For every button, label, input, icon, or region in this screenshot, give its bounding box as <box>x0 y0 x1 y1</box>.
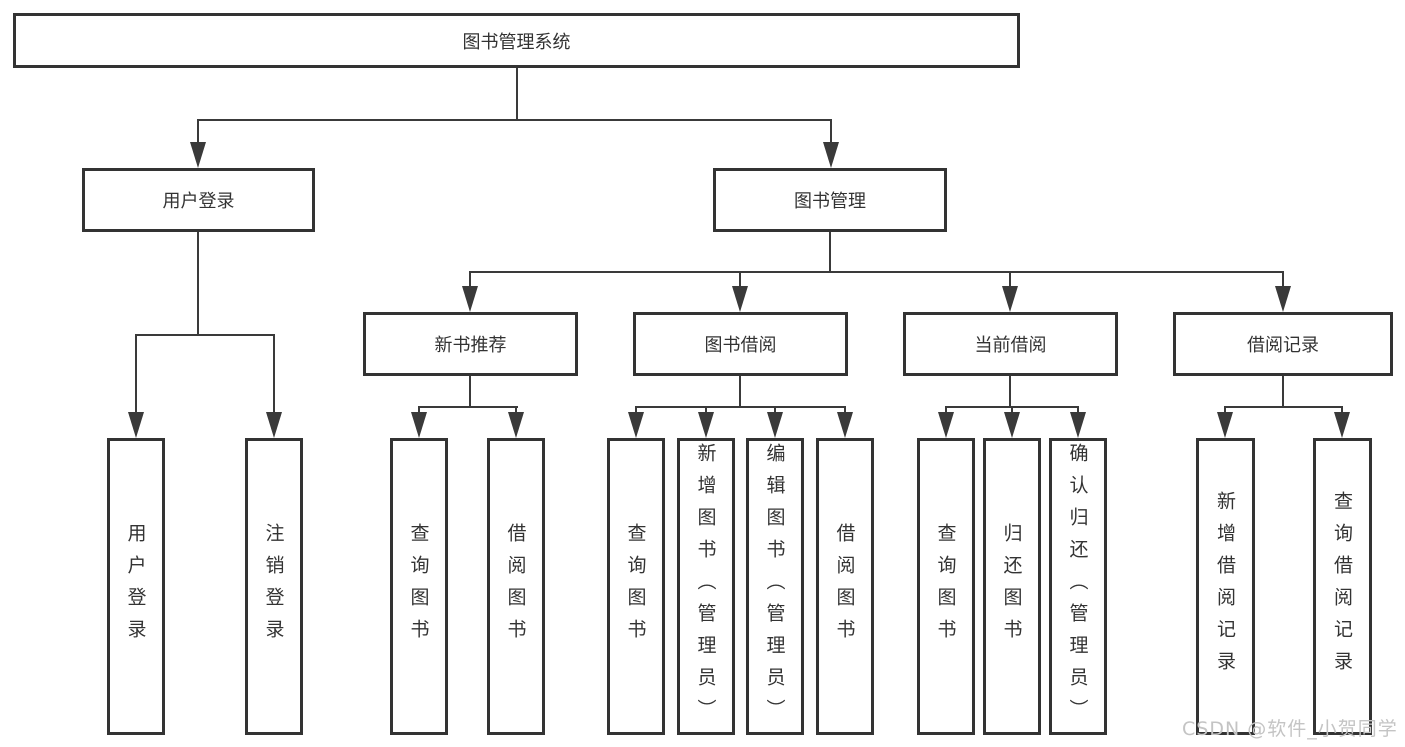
node-book-management-label: 图书管理 <box>794 191 866 212</box>
leaf-label: 借阅图书 <box>833 522 856 651</box>
leaf-borrow-books-2: 借阅图书 <box>816 438 874 735</box>
connector-line <box>739 376 741 408</box>
arrow-down-icon <box>508 412 524 438</box>
node-new-book-recommend-label: 新书推荐 <box>434 335 507 356</box>
arrow-down-icon <box>1334 412 1350 438</box>
leaf-label: 查询图书 <box>934 522 957 651</box>
node-root: 图书管理系统 <box>13 13 1020 68</box>
connector-line <box>1282 271 1284 289</box>
connector-line <box>1011 406 1013 416</box>
connector-line <box>469 271 471 289</box>
leaf-logout: 注销登录 <box>245 438 303 735</box>
connector-line <box>635 406 846 408</box>
node-book-borrow: 图书借阅 <box>633 312 848 376</box>
arrow-down-icon <box>1002 286 1018 312</box>
node-book-borrow-label: 图书借阅 <box>704 335 777 356</box>
node-root-label: 图书管理系统 <box>462 31 571 53</box>
leaf-label: 归还图书 <box>1000 522 1023 651</box>
node-current-borrow: 当前借阅 <box>903 312 1118 376</box>
arrow-down-icon <box>1217 412 1233 438</box>
leaf-query-books-1: 查询图书 <box>390 438 448 735</box>
connector-line <box>469 376 471 408</box>
leaf-label: 编辑图书（管理员） <box>763 442 786 731</box>
leaf-borrow-books-1: 借阅图书 <box>487 438 545 735</box>
leaf-query-borrow-record: 查询借阅记录 <box>1313 438 1372 735</box>
node-new-book-recommend: 新书推荐 <box>363 312 578 376</box>
node-user-login-label: 用户登录 <box>162 191 235 212</box>
arrow-down-icon <box>823 142 839 168</box>
leaf-label: 查询图书 <box>624 522 647 651</box>
connector-line <box>830 119 832 146</box>
leaf-label: 新增图书（管理员） <box>694 442 717 731</box>
leaf-user-login: 用户登录 <box>107 438 165 735</box>
connector-line <box>516 68 518 121</box>
leaf-return-books: 归还图书 <box>983 438 1041 735</box>
connector-line <box>418 406 420 416</box>
leaf-label: 新增借阅记录 <box>1214 490 1236 683</box>
arrow-down-icon <box>732 286 748 312</box>
connector-line <box>774 406 776 416</box>
connector-line <box>418 406 518 408</box>
leaf-label: 确认归还（管理员） <box>1066 442 1089 731</box>
connector-line <box>1282 376 1284 408</box>
connector-line <box>469 271 1283 273</box>
leaf-query-books-3: 查询图书 <box>917 438 975 735</box>
leaf-label: 查询图书 <box>407 522 430 651</box>
connector-line <box>197 119 199 146</box>
node-user-login: 用户登录 <box>82 168 315 232</box>
arrow-down-icon <box>1275 286 1291 312</box>
connector-line <box>844 406 846 416</box>
arrow-down-icon <box>266 412 282 438</box>
connector-line <box>1224 406 1343 408</box>
node-current-borrow-label: 当前借阅 <box>974 335 1047 356</box>
leaf-edit-books-admin: 编辑图书（管理员） <box>746 438 804 735</box>
connector-line <box>1009 271 1011 289</box>
node-book-management: 图书管理 <box>713 168 947 232</box>
connector-line <box>635 406 637 416</box>
connector-line <box>1077 406 1079 416</box>
node-borrow-records: 借阅记录 <box>1173 312 1393 376</box>
connector-line <box>829 232 831 273</box>
leaf-confirm-return-admin: 确认归还（管理员） <box>1049 438 1107 735</box>
leaf-query-books-2: 查询图书 <box>607 438 665 735</box>
arrow-down-icon <box>411 412 427 438</box>
connector-line <box>273 334 275 416</box>
node-borrow-records-label: 借阅记录 <box>1247 335 1319 356</box>
connector-line <box>515 406 517 416</box>
connector-line <box>1224 406 1226 416</box>
connector-line <box>197 232 199 336</box>
arrow-down-icon <box>190 142 206 168</box>
leaf-add-borrow-record: 新增借阅记录 <box>1196 438 1255 735</box>
connector-line <box>135 334 275 336</box>
connector-line <box>135 334 137 416</box>
connector-line <box>1009 376 1011 408</box>
connector-line <box>945 406 947 416</box>
arrow-down-icon <box>128 412 144 438</box>
arrow-down-icon <box>698 412 714 438</box>
connector-line <box>739 271 741 289</box>
arrow-down-icon <box>462 286 478 312</box>
leaf-add-books-admin: 新增图书（管理员） <box>677 438 735 735</box>
arrow-down-icon <box>1070 412 1086 438</box>
leaf-label: 查询借阅记录 <box>1331 490 1353 683</box>
arrow-down-icon <box>767 412 783 438</box>
leaf-label: 注销登录 <box>262 522 285 651</box>
leaf-label: 借阅图书 <box>504 522 527 651</box>
arrow-down-icon <box>938 412 954 438</box>
arrow-down-icon <box>1004 412 1020 438</box>
connector-line <box>1341 406 1343 416</box>
arrow-down-icon <box>837 412 853 438</box>
arrow-down-icon <box>628 412 644 438</box>
connector-line <box>197 119 832 121</box>
csdn-watermark: CSDN @软件_小贺同学 <box>1182 718 1398 740</box>
connector-line <box>705 406 707 416</box>
leaf-label: 用户登录 <box>124 522 147 651</box>
